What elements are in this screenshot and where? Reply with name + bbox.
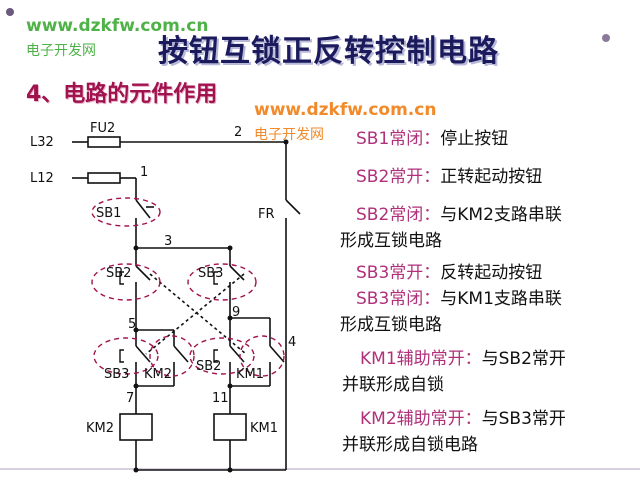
bottom-rule	[0, 468, 640, 470]
fuse-l1	[87, 172, 121, 184]
node-label: SB2	[196, 359, 221, 374]
section-heading: 4、电路的元件作用	[26, 82, 218, 107]
node-label: FU2	[90, 121, 115, 136]
node-label: L12	[30, 171, 54, 186]
node-label: FR	[258, 207, 275, 222]
coil-km2	[119, 413, 153, 441]
note-line: SB3常闭：与KM1支路串联	[356, 289, 562, 309]
node-label: 7	[126, 391, 134, 406]
note-line: KM2辅助常开：与SB3常开	[360, 409, 566, 429]
node-label: KM2	[144, 367, 172, 382]
watermark-name: 电子开发网	[26, 43, 96, 59]
node-label: 5	[128, 317, 136, 332]
node-label: 9	[232, 305, 240, 320]
node-label: KM1	[236, 367, 264, 382]
note-line: SB2常闭：与KM2支路串联	[356, 205, 562, 225]
note-line: 形成互锁电路	[340, 231, 442, 251]
watermark-url-2: www.dzkfw.com.cn	[254, 100, 437, 120]
fuse-l3	[87, 136, 121, 148]
node-label: SB2	[106, 266, 131, 281]
note-line: SB3常开：反转起动按钮	[356, 263, 543, 283]
node-label: KM1	[250, 421, 278, 436]
note-line: 并联形成自锁	[342, 375, 444, 395]
page-title: 按钮互锁正反转控制电路	[158, 34, 499, 69]
watermark-name-2: 电子开发网	[254, 127, 324, 143]
node-label: KM2	[86, 421, 114, 436]
node-label: SB1	[96, 206, 121, 221]
node-label: SB3	[104, 367, 129, 382]
node-label: 3	[164, 234, 172, 249]
node-label: 4	[288, 335, 296, 350]
corner-dot-top-left	[6, 8, 14, 16]
node-label: 2	[234, 125, 242, 140]
node-label: L32	[30, 135, 54, 150]
note-line: 并联形成自锁电路	[342, 435, 478, 455]
node-label: 11	[212, 391, 229, 406]
watermark-url: www.dzkfw.com.cn	[26, 16, 209, 36]
note-line: SB2常开：正转起动按钮	[356, 167, 543, 187]
note-line: SB1常闭：停止按钮	[356, 129, 509, 149]
note-line: KM1辅助常开：与SB2常开	[360, 349, 566, 369]
coil-km1	[213, 413, 247, 441]
note-line: 形成互锁电路	[340, 315, 442, 335]
node-label: SB3	[198, 266, 223, 281]
corner-dot-top-right	[602, 34, 610, 42]
node-label: 1	[140, 165, 148, 180]
